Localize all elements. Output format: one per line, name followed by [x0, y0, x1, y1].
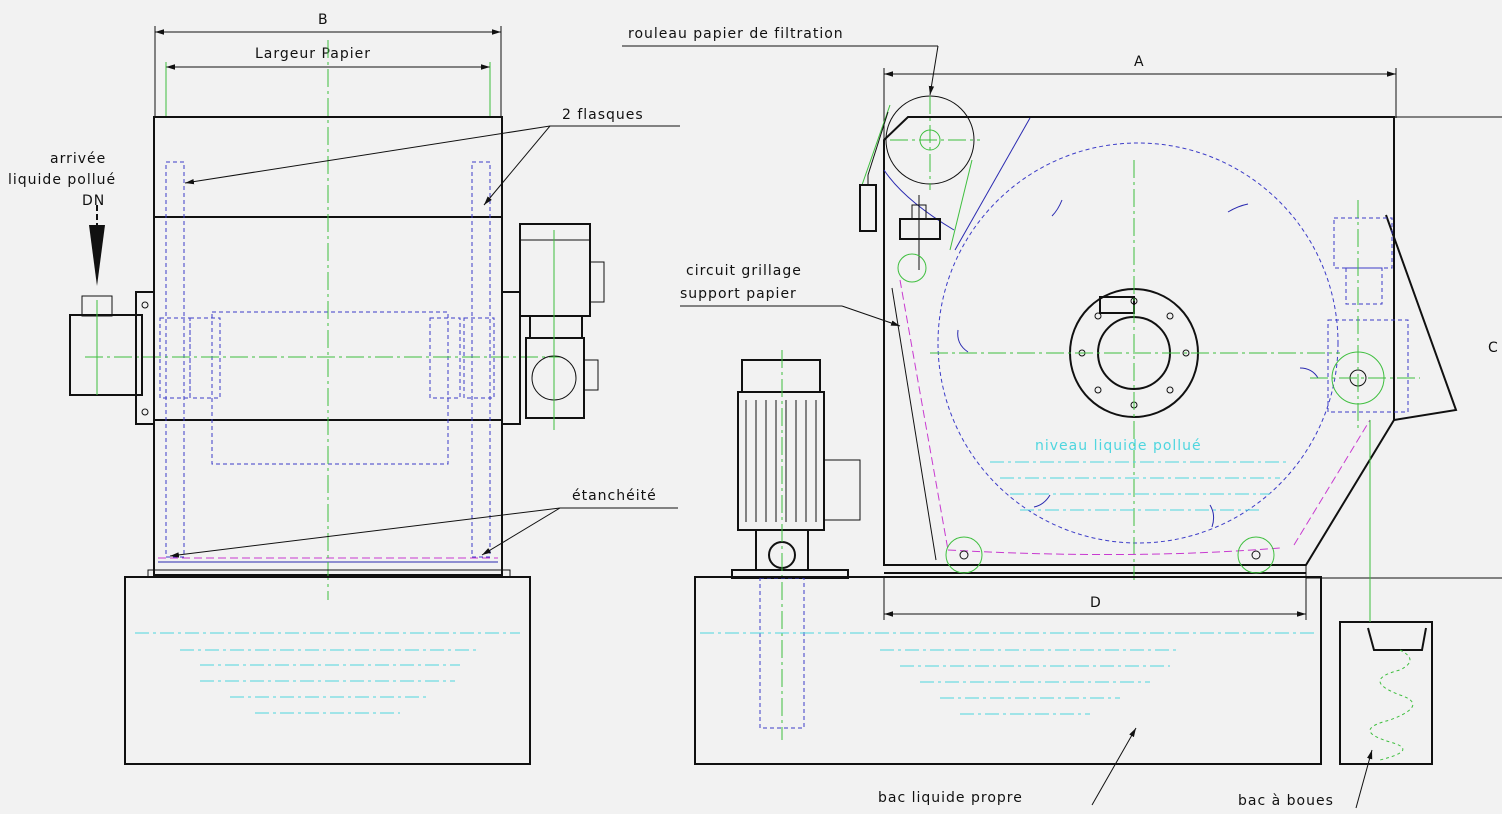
- sludge-tank: [1339, 420, 1433, 765]
- circuit-callout: circuit grillage support papier: [680, 263, 901, 327]
- niveau-label: niveau liquide pollué: [1035, 438, 1202, 454]
- dim-largeur-papier-label: Largeur Papier: [255, 46, 371, 62]
- paper-roll: [861, 95, 1031, 251]
- filter-drum: [930, 142, 1340, 580]
- dim-d-label: D: [1090, 595, 1102, 611]
- bac-propre-label: bac liquide propre: [878, 790, 1023, 806]
- arrivee-label-group: arrivée liquide pollué DN: [8, 151, 116, 209]
- arrivee-label-line2: liquide pollué: [8, 172, 116, 188]
- dim-b-label: B: [318, 12, 329, 28]
- dim-a-label: A: [1134, 54, 1145, 70]
- level-sensor: [859, 111, 941, 283]
- bac-boues-callout: bac à boues: [1238, 749, 1373, 809]
- dim-c-label: C: [1488, 340, 1499, 356]
- arrivee-label-line1: arrivée: [50, 151, 106, 167]
- etancheite-callout: étanchéité: [169, 488, 678, 558]
- etancheite-label: étanchéité: [572, 488, 657, 504]
- flasques-label: 2 flasques: [562, 107, 644, 123]
- circuit-label-line2: support papier: [680, 286, 797, 302]
- dimension-largeur-papier: Largeur Papier: [165, 46, 491, 118]
- circuit-label-line1: circuit grillage: [686, 263, 802, 279]
- flasques-callout: 2 flasques: [184, 107, 680, 206]
- front-inlet-box: [69, 291, 155, 425]
- arrivee-label-line3: DN: [82, 193, 105, 209]
- belt-circuit: [891, 279, 1371, 561]
- bac-propre-callout: bac liquide propre: [878, 727, 1137, 806]
- rouleau-label: rouleau papier de filtration: [628, 26, 844, 42]
- dimension-d: D: [883, 578, 1307, 620]
- front-base-tank: [124, 569, 531, 765]
- front-motor: [501, 223, 605, 430]
- discharge-unit: [1310, 200, 1420, 430]
- front-filter-body: [85, 40, 560, 600]
- bottom-rollers: [945, 536, 1275, 574]
- bac-boues-label: bac à boues: [1238, 793, 1334, 809]
- front-view: B Largeur Papier: [8, 12, 680, 765]
- dimension-c: C: [1488, 340, 1499, 356]
- dimension-b: B: [154, 12, 502, 118]
- pump-motor: [731, 350, 861, 740]
- inlet-arrow: [89, 205, 105, 286]
- rouleau-callout: rouleau papier de filtration: [622, 26, 939, 96]
- side-view: rouleau papier de filtration A: [622, 26, 1502, 809]
- side-housing: [883, 116, 1502, 579]
- dimension-a: A: [883, 54, 1397, 150]
- polluted-liquid: niveau liquide pollué: [990, 438, 1290, 511]
- clean-tank: [694, 576, 1322, 765]
